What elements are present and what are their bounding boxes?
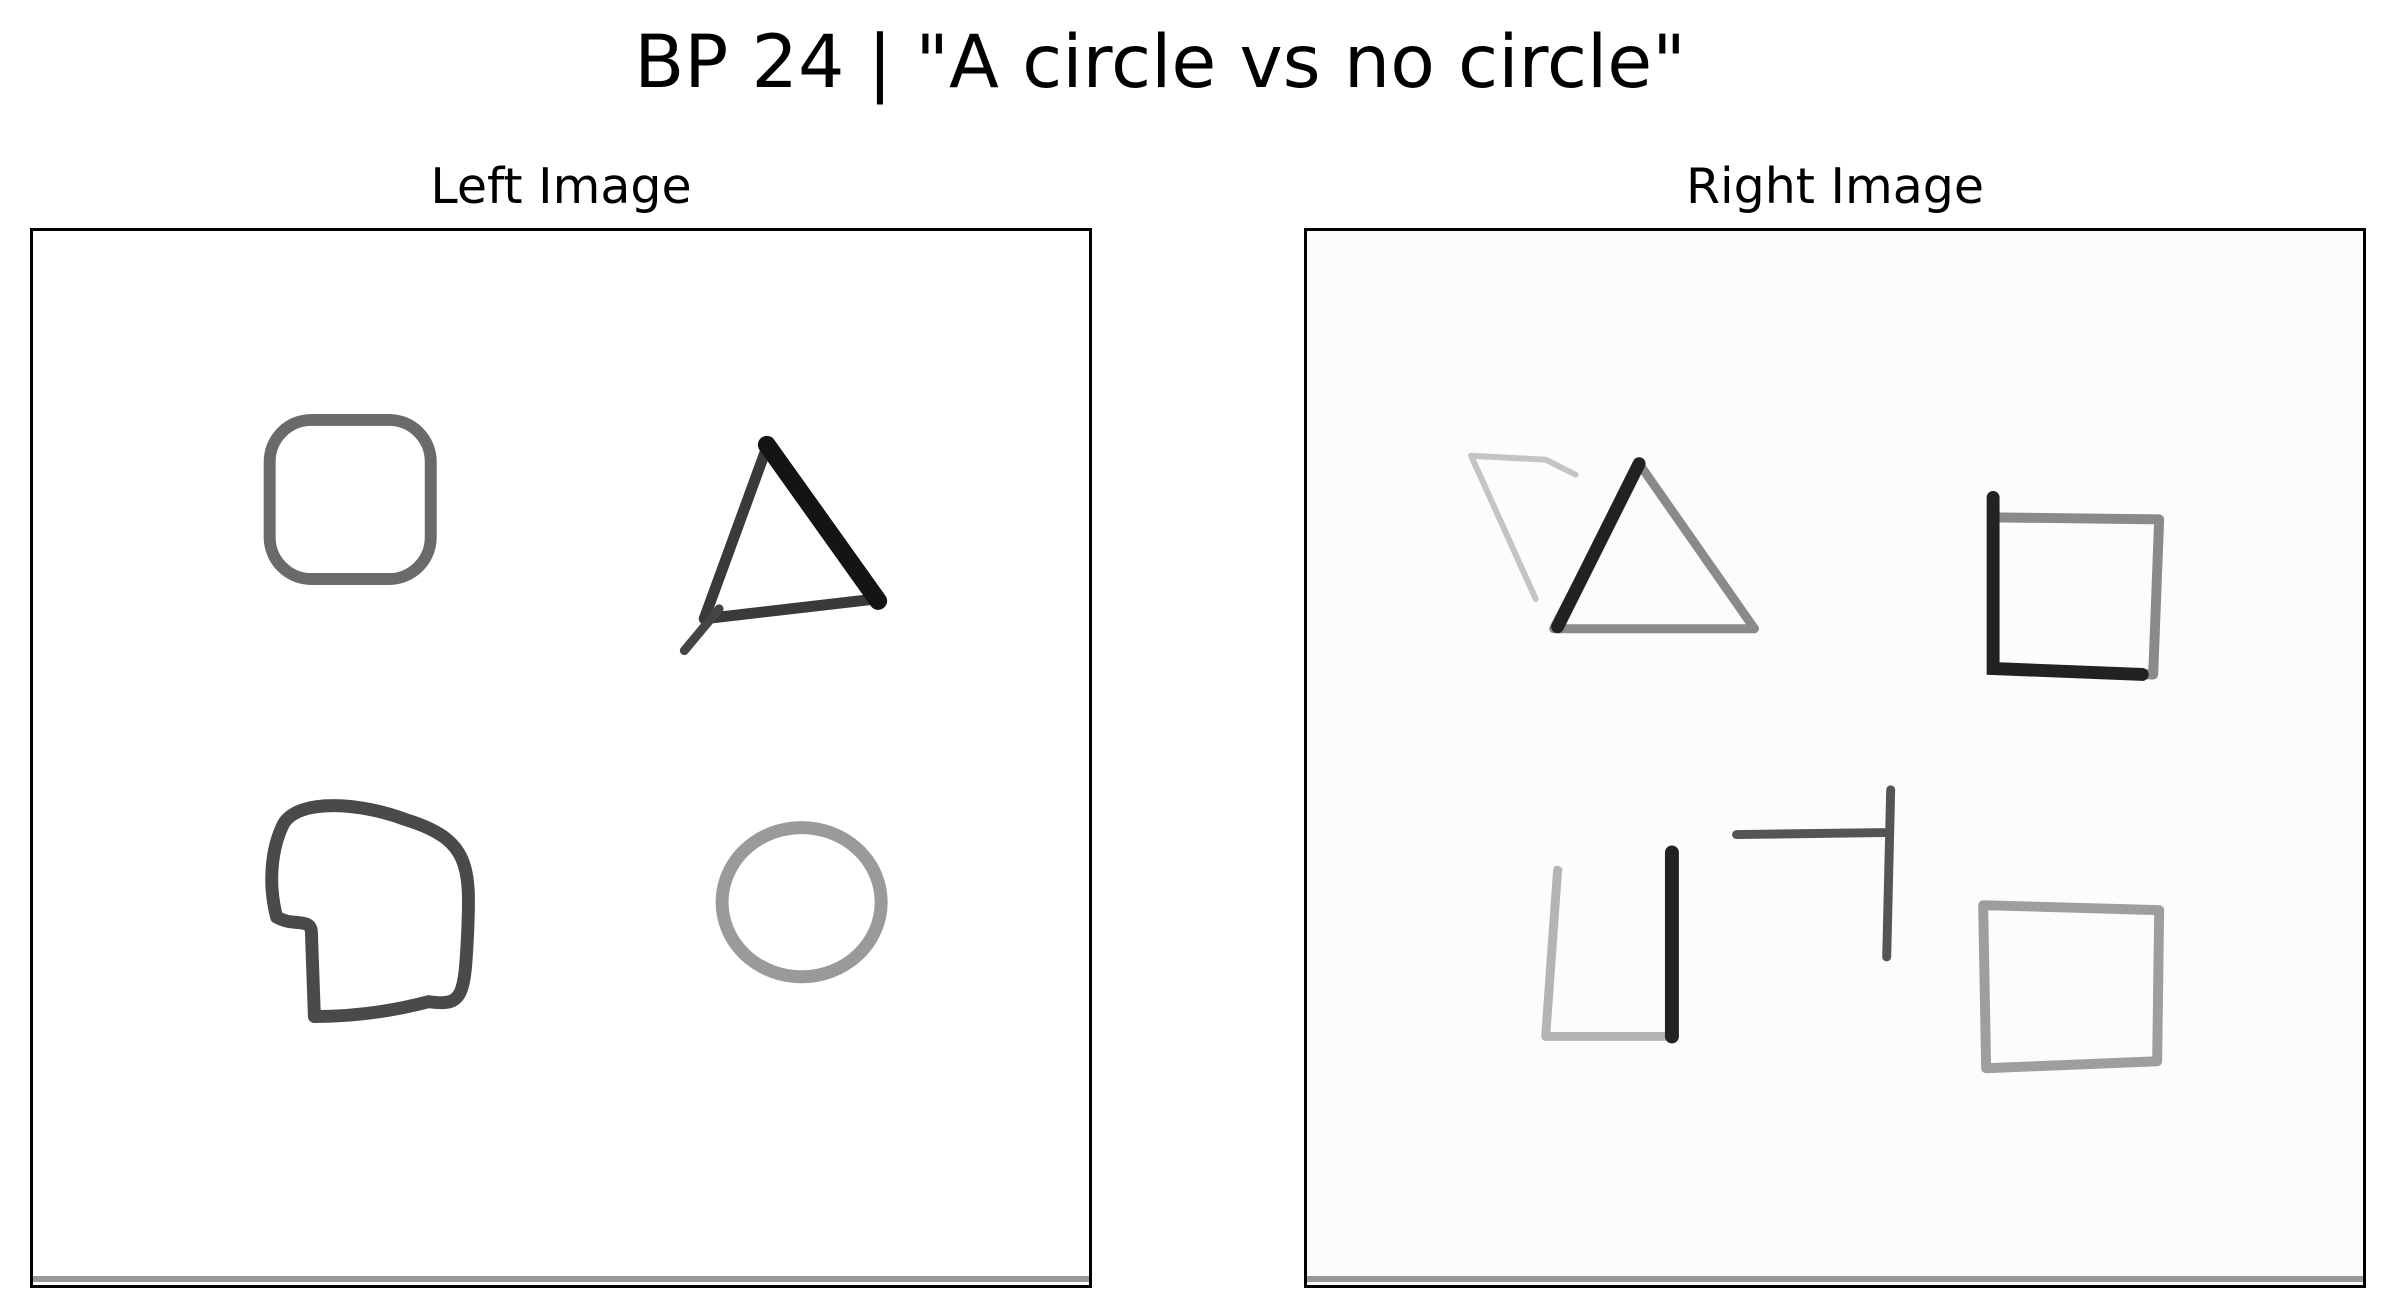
square-shape bbox=[1978, 900, 2165, 1074]
right-image-canvas bbox=[1307, 452, 2363, 1283]
left-panel-title: Left Image bbox=[430, 158, 692, 215]
triangle-shape bbox=[1549, 457, 1759, 634]
right-image-panel bbox=[1304, 228, 2366, 1288]
tee-stroke-shape bbox=[1732, 785, 1896, 962]
left-image-canvas bbox=[33, 413, 1089, 1283]
left-image-panel bbox=[30, 228, 1092, 1288]
square-shape bbox=[1986, 491, 2165, 681]
slanted-line-shape bbox=[1468, 452, 1579, 602]
rounded-square-shape bbox=[263, 413, 437, 585]
open-quadrilateral-shape bbox=[1541, 845, 1679, 1044]
circle-shape bbox=[715, 821, 888, 984]
right-panel-title: Right Image bbox=[1685, 158, 1985, 215]
irregular-blob-shape bbox=[265, 799, 475, 1023]
triangle-shape bbox=[679, 435, 888, 656]
figure-title: BP 24 | "A circle vs no circle" bbox=[634, 20, 1686, 105]
